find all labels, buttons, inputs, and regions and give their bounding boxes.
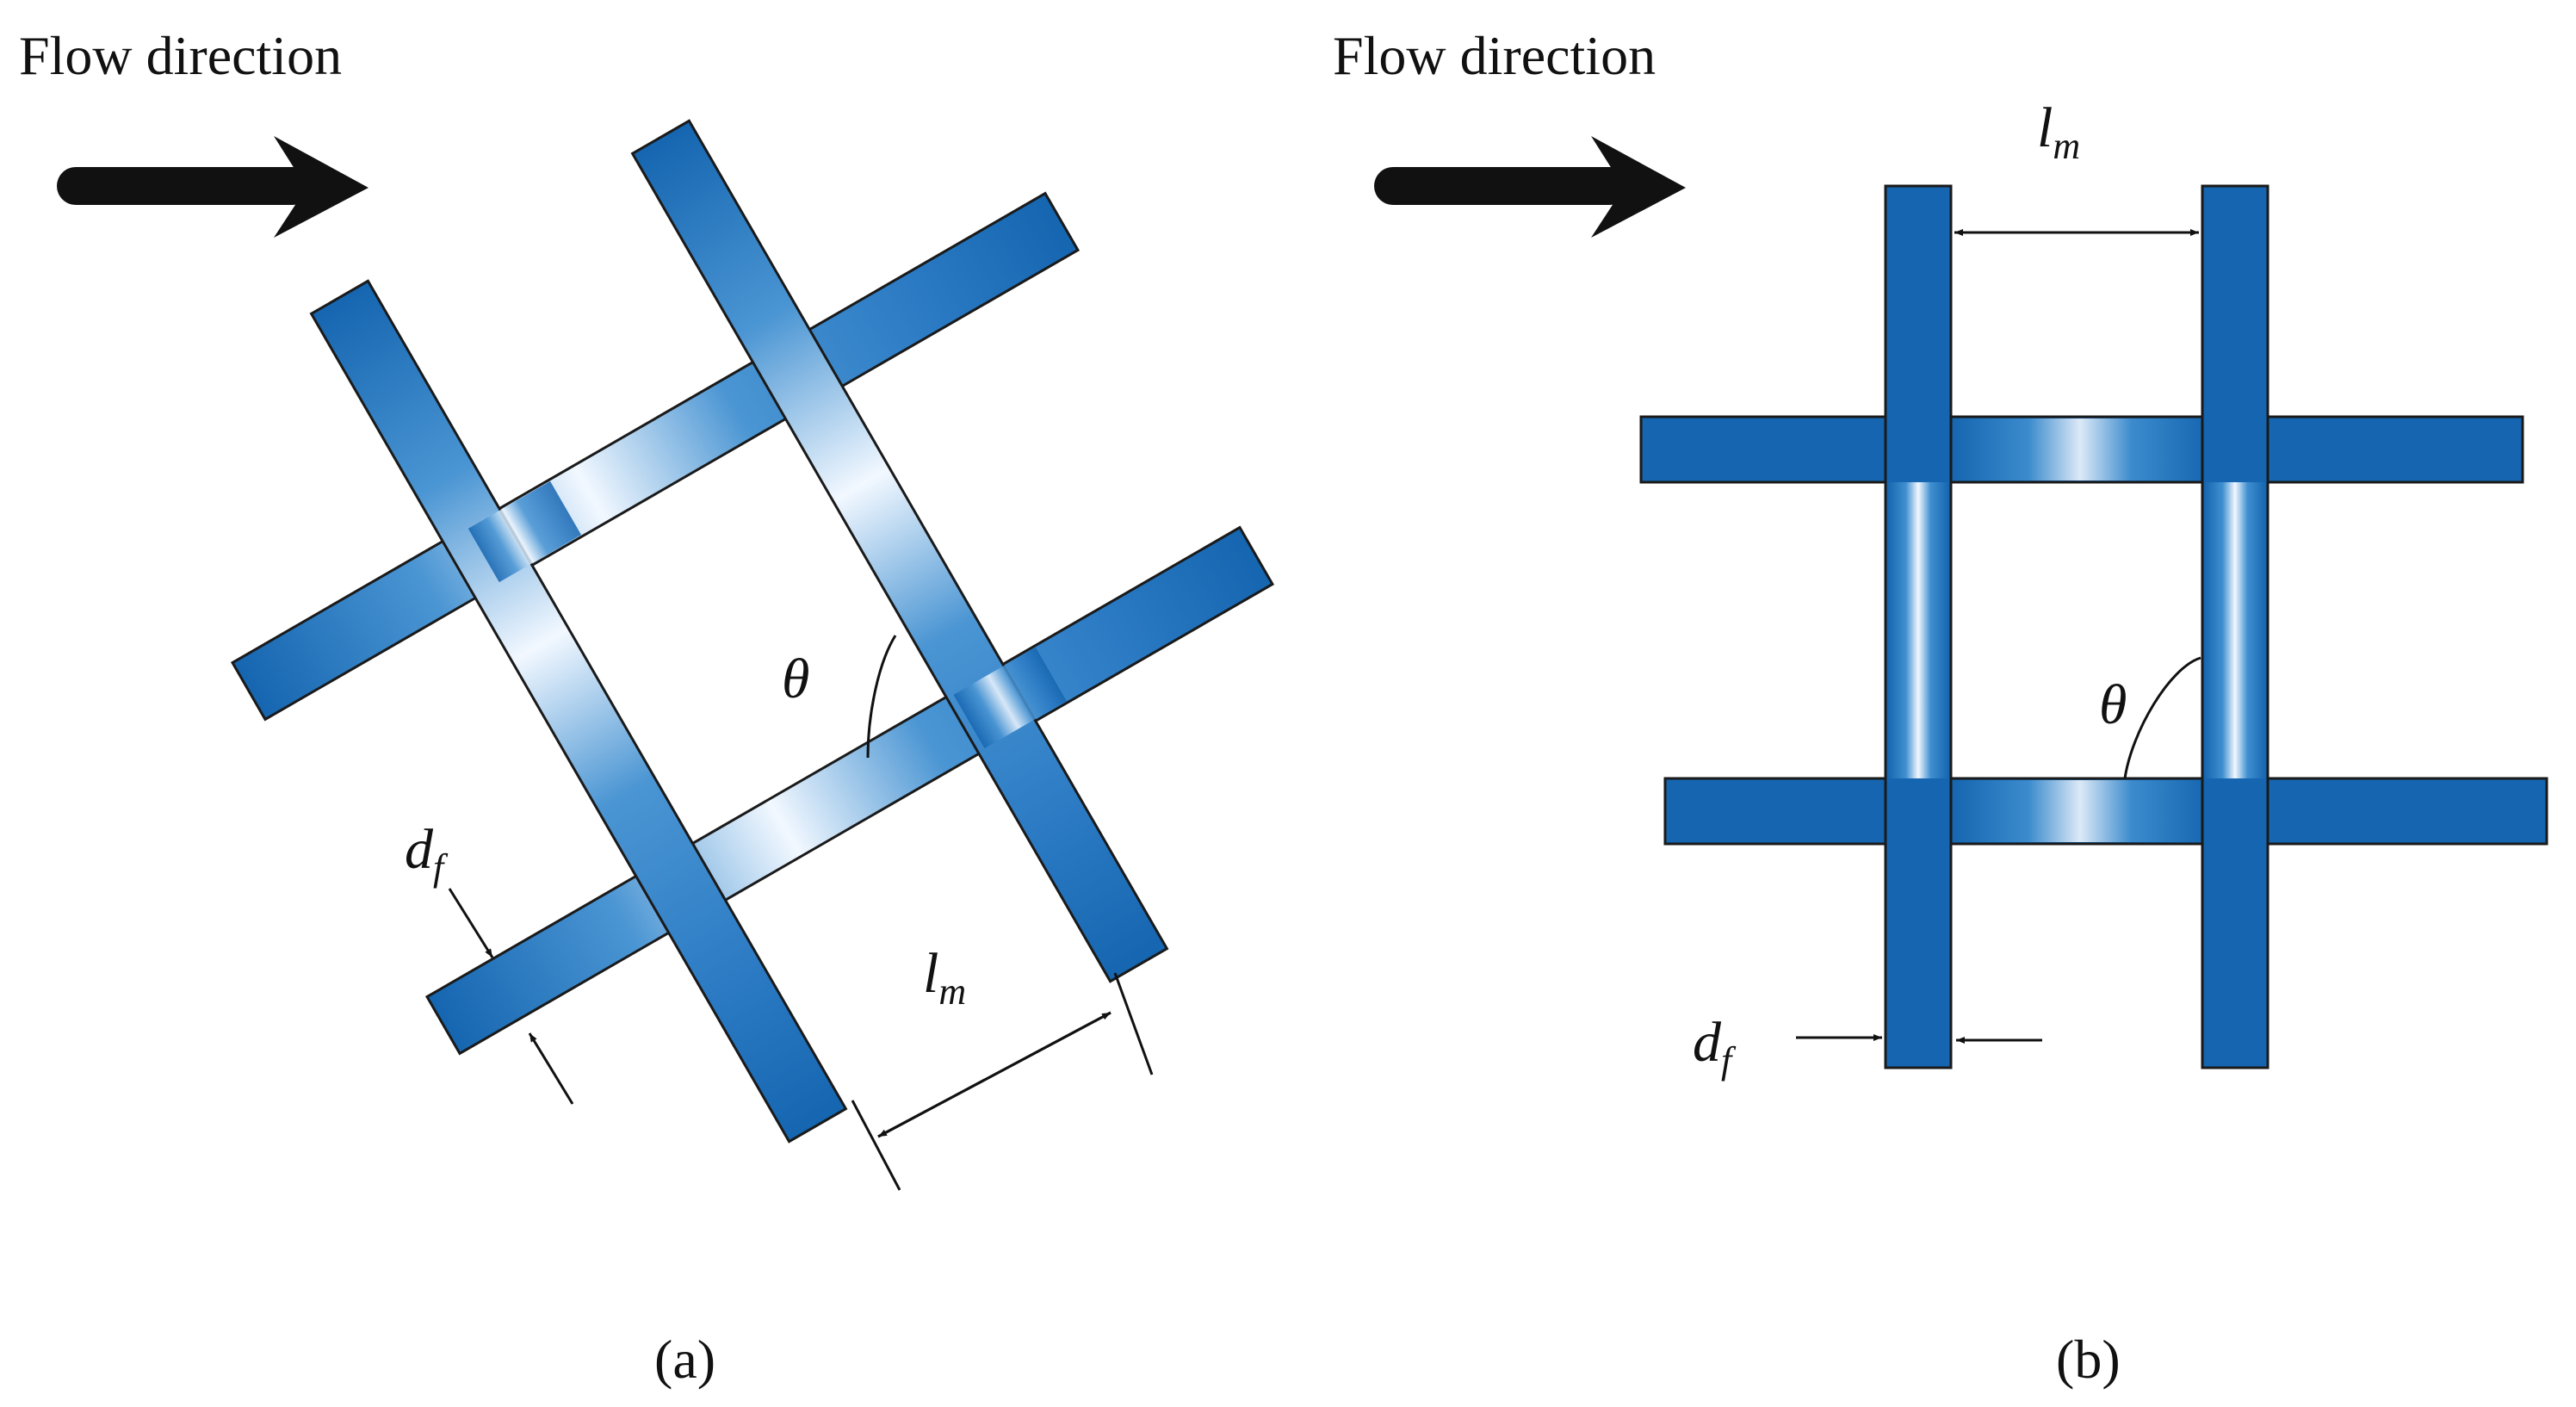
- flow-arrow-icon-b: [1374, 136, 1686, 238]
- weft-fiber-a-upper: [230, 191, 1081, 722]
- weft-fiber-a-lower: [424, 525, 1275, 1056]
- mesh-b: [1639, 184, 2548, 1069]
- df-label-a: df: [405, 818, 449, 889]
- lm-label-b: lm: [2037, 96, 2080, 167]
- warp-fiber-a-right: [630, 119, 1169, 983]
- warp-fiber-b-left: [1884, 184, 1953, 1069]
- mesh-a: [230, 119, 1275, 1144]
- panel-a: Flow direction: [19, 25, 1275, 1390]
- df-label-b: df: [1693, 1011, 1737, 1082]
- warp-fiber-a-left: [309, 279, 848, 1144]
- flow-arrow-icon-a: [57, 136, 368, 238]
- caption-a: (a): [654, 1329, 715, 1390]
- flow-direction-label-b: Flow direction: [1333, 25, 1656, 86]
- warp-fiber-b-right: [2201, 184, 2269, 1069]
- theta-label-b: θ: [2099, 673, 2127, 736]
- df-dimension-b: [1796, 1034, 2042, 1044]
- theta-label-a: θ: [782, 648, 809, 710]
- lm-label-a: lm: [923, 942, 966, 1013]
- flow-direction-label-a: Flow direction: [19, 25, 342, 86]
- df-dimension-a: [448, 888, 574, 1105]
- theta-arc-b: [2123, 656, 2201, 779]
- caption-b: (b): [2056, 1329, 2121, 1390]
- theta-arc-a: [866, 635, 897, 759]
- panel-b: Flow direction lm: [1333, 25, 2548, 1390]
- lm-dimension-a: [851, 972, 1154, 1191]
